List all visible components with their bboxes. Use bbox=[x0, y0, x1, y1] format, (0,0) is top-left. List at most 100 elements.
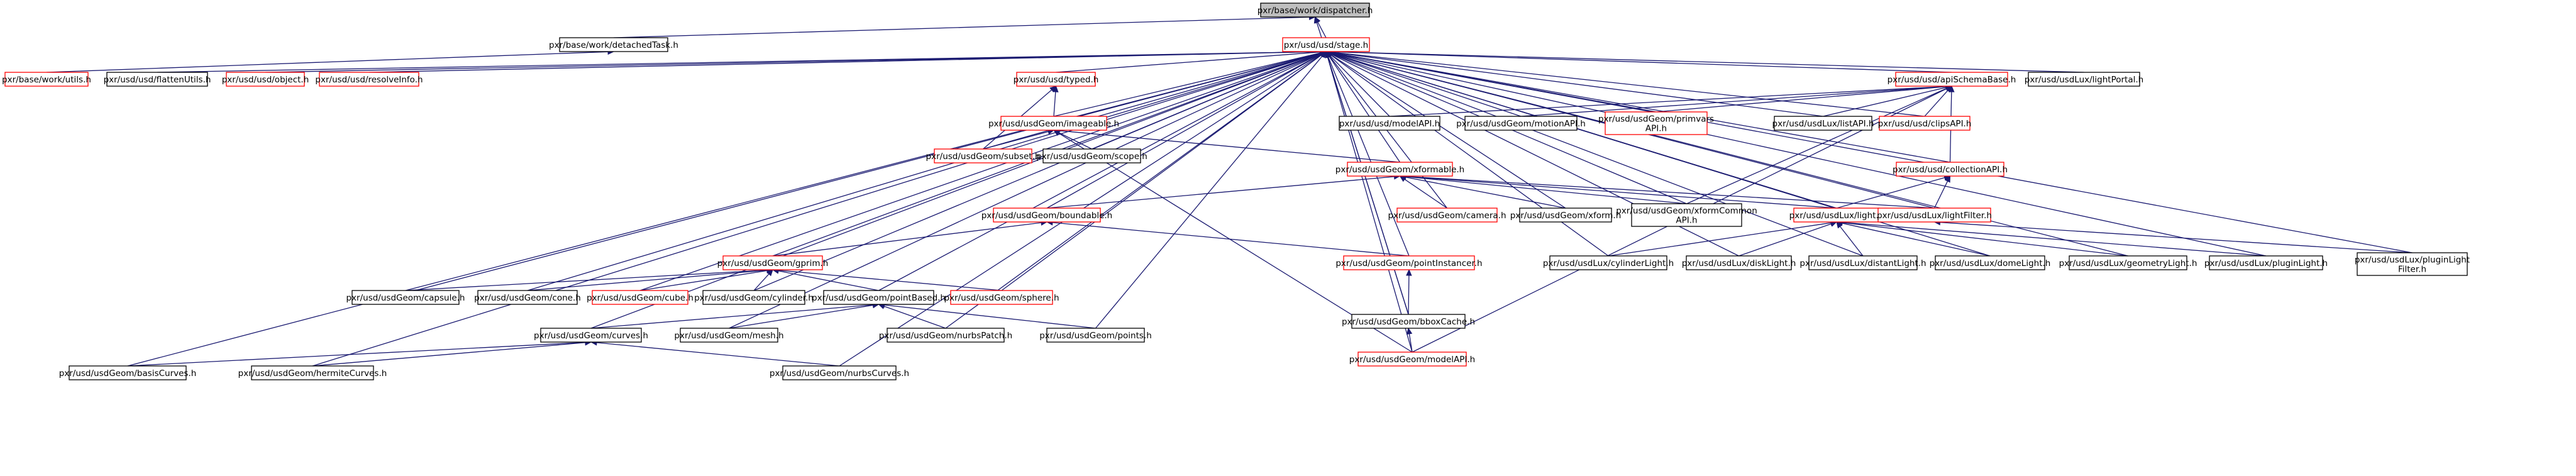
node-pxr-usd-usdlux-lightportal-h[interactable]: pxr/usd/usdLux/lightPortal.h bbox=[2025, 72, 2143, 87]
node-pxr-usd-usdgeom-capsule-h[interactable]: pxr/usd/usdGeom/capsule.h bbox=[346, 290, 465, 305]
node-box bbox=[2357, 252, 2468, 276]
node-pxr-usd-usdgeom-motionapi-h[interactable]: pxr/usd/usdGeom/motionAPI.h bbox=[1456, 116, 1586, 131]
edge-stage-capsule bbox=[405, 50, 1327, 291]
node-label: pxr/base/work/dispatcher.h bbox=[1258, 6, 1373, 16]
node-pxr-usd-usd-collectionapi-h[interactable]: pxr/usd/usd/collectionAPI.h bbox=[1893, 162, 2008, 177]
node-pxr-usd-usdgeom-points-h[interactable]: pxr/usd/usdGeom/points.h bbox=[1039, 328, 1152, 343]
node-pxr-usd-usdlux-pluginlight-h[interactable]: pxr/usd/usdLux/pluginLight.h bbox=[2204, 255, 2328, 270]
node-pxr-usd-usdgeom-hermitecurves-h[interactable]: pxr/usd/usdGeom/hermiteCurves.h bbox=[238, 365, 387, 380]
node-pxr-usd-usdgeom-camera-h[interactable]: pxr/usd/usdGeom/camera.h bbox=[1388, 208, 1506, 223]
edge-collectionAPI-lightFilter bbox=[1933, 175, 1951, 209]
node-pxr-usd-usdgeom-pointbased-h[interactable]: pxr/usd/usdGeom/pointBased.h bbox=[812, 290, 946, 305]
node-box bbox=[2028, 72, 2140, 87]
edge-stage-nurbsPatch bbox=[945, 51, 1327, 329]
node-box bbox=[226, 72, 305, 87]
edge-gprim-cylinder bbox=[753, 269, 773, 291]
node-box bbox=[1464, 116, 1578, 131]
edge-stage-cube bbox=[639, 50, 1327, 291]
edge-pointBased-curves bbox=[590, 302, 880, 329]
node-pxr-usd-usdlux-listapi-h[interactable]: pxr/usd/usdLux/listAPI.h bbox=[1772, 116, 1874, 131]
node-pxr-usd-usd-apischemabase-h[interactable]: pxr/usd/usd/apiSchemaBase.h bbox=[1888, 72, 2016, 87]
node-pxr-usd-usdlux-light-h[interactable]: pxr/usd/usdLux/light.h bbox=[1789, 208, 1884, 223]
node-pxr-base-work-utils-h[interactable]: pxr/base/work/utils.h bbox=[2, 72, 91, 87]
node-pxr-usd-usdlux-cylinderlight-h[interactable]: pxr/usd/usdLux/cylinderLight.h bbox=[1543, 255, 1674, 270]
node-pxr-usd-usdlux-disklight-h[interactable]: pxr/usd/usdLux/diskLight.h bbox=[1682, 255, 1796, 270]
arrowhead bbox=[1406, 327, 1413, 335]
node-pxr-usd-usdgeom-pointinstancer-h[interactable]: pxr/usd/usdGeom/pointInstancer.h bbox=[1335, 255, 1483, 270]
edge-curves-nurbsCurves bbox=[590, 340, 840, 367]
node-pxr-usd-usdlux-distantlight-h[interactable]: pxr/usd/usdLux/distantLight.h bbox=[1799, 255, 1926, 270]
node-label: pxr/usd/usd/apiSchemaBase.h bbox=[1888, 75, 2016, 85]
node-pxr-usd-usdgeom-mesh-h[interactable]: pxr/usd/usdGeom/mesh.h bbox=[674, 328, 784, 343]
node-label: pxr/usd/usdGeom/pointBased.h bbox=[812, 293, 946, 303]
node-pxr-usd-usd-flattenutils-h[interactable]: pxr/usd/usd/flattenUtils.h bbox=[104, 72, 211, 87]
node-box bbox=[1519, 208, 1612, 223]
node-label: pxr/usd/usdGeom/xformCommon bbox=[1616, 206, 1757, 216]
node-pxr-usd-usd-resolveinfo-h[interactable]: pxr/usd/usd/resolveInfo.h bbox=[315, 72, 423, 87]
node-label: pxr/base/work/detachedTask.h bbox=[549, 40, 678, 50]
node-pxr-usd-usdgeom-xformable-h[interactable]: pxr/usd/usdGeom/xformable.h bbox=[1335, 162, 1464, 177]
node-box bbox=[1549, 255, 1667, 270]
node-pxr-usd-usdgeom-nurbscurves-h[interactable]: pxr/usd/usdGeom/nurbsCurves.h bbox=[770, 365, 909, 380]
edge-gprim-sphere bbox=[771, 267, 1002, 291]
node-box bbox=[251, 365, 374, 380]
arrowhead bbox=[766, 269, 773, 277]
node-box bbox=[1631, 203, 1742, 227]
node-box bbox=[1260, 3, 1370, 18]
node-box bbox=[69, 365, 187, 380]
node-pxr-usd-usd-modelapi-h[interactable]: pxr/usd/usd/modelAPI.h bbox=[1339, 116, 1440, 131]
node-pxr-usd-usdgeom-gprim-h[interactable]: pxr/usd/usdGeom/gprim.h bbox=[717, 255, 829, 270]
edge-stage-pointInstancer bbox=[1325, 50, 1410, 257]
node-pxr-usd-usdgeom-bboxcache-h[interactable]: pxr/usd/usdGeom/bboxCache.h bbox=[1342, 314, 1475, 329]
node-pxr-usd-usd-typed-h[interactable]: pxr/usd/usd/typed.h bbox=[1014, 72, 1099, 87]
node-pxr-usd-usd-stage-h[interactable]: pxr/usd/usd/stage.h bbox=[1282, 37, 1370, 52]
node-pxr-usd-usd-object-h[interactable]: pxr/usd/usd/object.h bbox=[222, 72, 309, 87]
node-pxr-usd-usdgeom-nurbspatch-h[interactable]: pxr/usd/usdGeom/nurbsPatch.h bbox=[879, 328, 1012, 343]
edge-xformable-boundable bbox=[1046, 174, 1401, 209]
node-box bbox=[950, 290, 1053, 305]
node-pxr-usd-usdlux-geometrylight-h[interactable]: pxr/usd/usdLux/geometryLight.h bbox=[2059, 255, 2197, 270]
node-label: pxr/usd/usdGeom/camera.h bbox=[1388, 211, 1506, 221]
edges-layer bbox=[46, 14, 2413, 367]
node-pxr-usd-usdgeom-basiscurves-h[interactable]: pxr/usd/usdGeom/basisCurves.h bbox=[59, 365, 197, 380]
node-pxr-usd-usdgeom-scope-h[interactable]: pxr/usd/usdGeom/scope.h bbox=[1036, 148, 1147, 163]
node-pxr-usd-usdlux-domelight-h[interactable]: pxr/usd/usdLux/domeLight.h bbox=[1930, 255, 2051, 270]
node-label: pxr/usd/usdGeom/nurbsCurves.h bbox=[770, 368, 909, 379]
node-label: pxr/usd/usd/clipsAPI.h bbox=[1878, 119, 1972, 129]
edge-stage-points bbox=[1095, 51, 1327, 329]
node-pxr-usd-usdgeom-xform-h[interactable]: pxr/usd/usdGeom/xform.h bbox=[1510, 208, 1622, 223]
node-label: pxr/usd/usdGeom/primvars bbox=[1598, 114, 1714, 125]
edge-gprim-pointBased bbox=[771, 268, 879, 291]
node-pxr-usd-usd-clipsapi-h[interactable]: pxr/usd/usd/clipsAPI.h bbox=[1878, 116, 1972, 131]
node-pxr-usd-usdgeom-modelapi-h[interactable]: pxr/usd/usdGeom/modelAPI.h bbox=[1349, 351, 1476, 367]
arrowhead bbox=[1945, 175, 1951, 183]
node-pxr-usd-usdlux-lightfilter-h[interactable]: pxr/usd/usdLux/lightFilter.h bbox=[1877, 208, 1992, 223]
node-label: pxr/usd/usdGeom/curves.h bbox=[534, 331, 648, 341]
node-label: pxr/usd/usdGeom/capsule.h bbox=[346, 293, 465, 303]
node-box bbox=[540, 328, 642, 343]
arrowhead bbox=[1319, 51, 1327, 58]
edge-light-domeLight bbox=[1835, 220, 1991, 257]
edge-stage-lightPortal bbox=[1325, 48, 2084, 73]
node-box bbox=[1605, 111, 1708, 135]
node-pxr-base-work-detachedtask-h[interactable]: pxr/base/work/detachedTask.h bbox=[549, 37, 678, 52]
arrowhead bbox=[1313, 16, 1320, 24]
node-pxr-usd-usdgeom-cube-h[interactable]: pxr/usd/usdGeom/cube.h bbox=[587, 290, 694, 305]
node-pxr-usd-usdgeom-sphere-h[interactable]: pxr/usd/usdGeom/sphere.h bbox=[944, 290, 1059, 305]
node-label: pxr/usd/usd/collectionAPI.h bbox=[1893, 165, 2008, 175]
node-label: Filter.h bbox=[2398, 265, 2426, 275]
node-pxr-usd-usdgeom-curves-h[interactable]: pxr/usd/usdGeom/curves.h bbox=[534, 328, 648, 343]
node-box bbox=[722, 255, 823, 270]
node-pxr-usd-usdgeom-cylinder-h[interactable]: pxr/usd/usdGeom/cylinder.h bbox=[694, 290, 814, 305]
node-label: pxr/usd/usd/flattenUtils.h bbox=[104, 75, 211, 85]
node-pxr-usd-usdgeom-imageable-h[interactable]: pxr/usd/usdGeom/imageable.h bbox=[988, 116, 1119, 131]
node-pxr-usd-usdgeom-boundable-h[interactable]: pxr/usd/usdGeom/boundable.h bbox=[981, 208, 1113, 223]
node-box bbox=[1935, 255, 2045, 270]
node-pxr-usd-usdgeom-subset-h[interactable]: pxr/usd/usdGeom/subset.h bbox=[926, 148, 1041, 163]
node-pxr-usd-usdgeom-cone-h[interactable]: pxr/usd/usdGeom/cone.h bbox=[474, 290, 581, 305]
node-label: pxr/usd/usdLux/light.h bbox=[1789, 211, 1884, 221]
edge-stage-cylinder bbox=[753, 51, 1327, 291]
